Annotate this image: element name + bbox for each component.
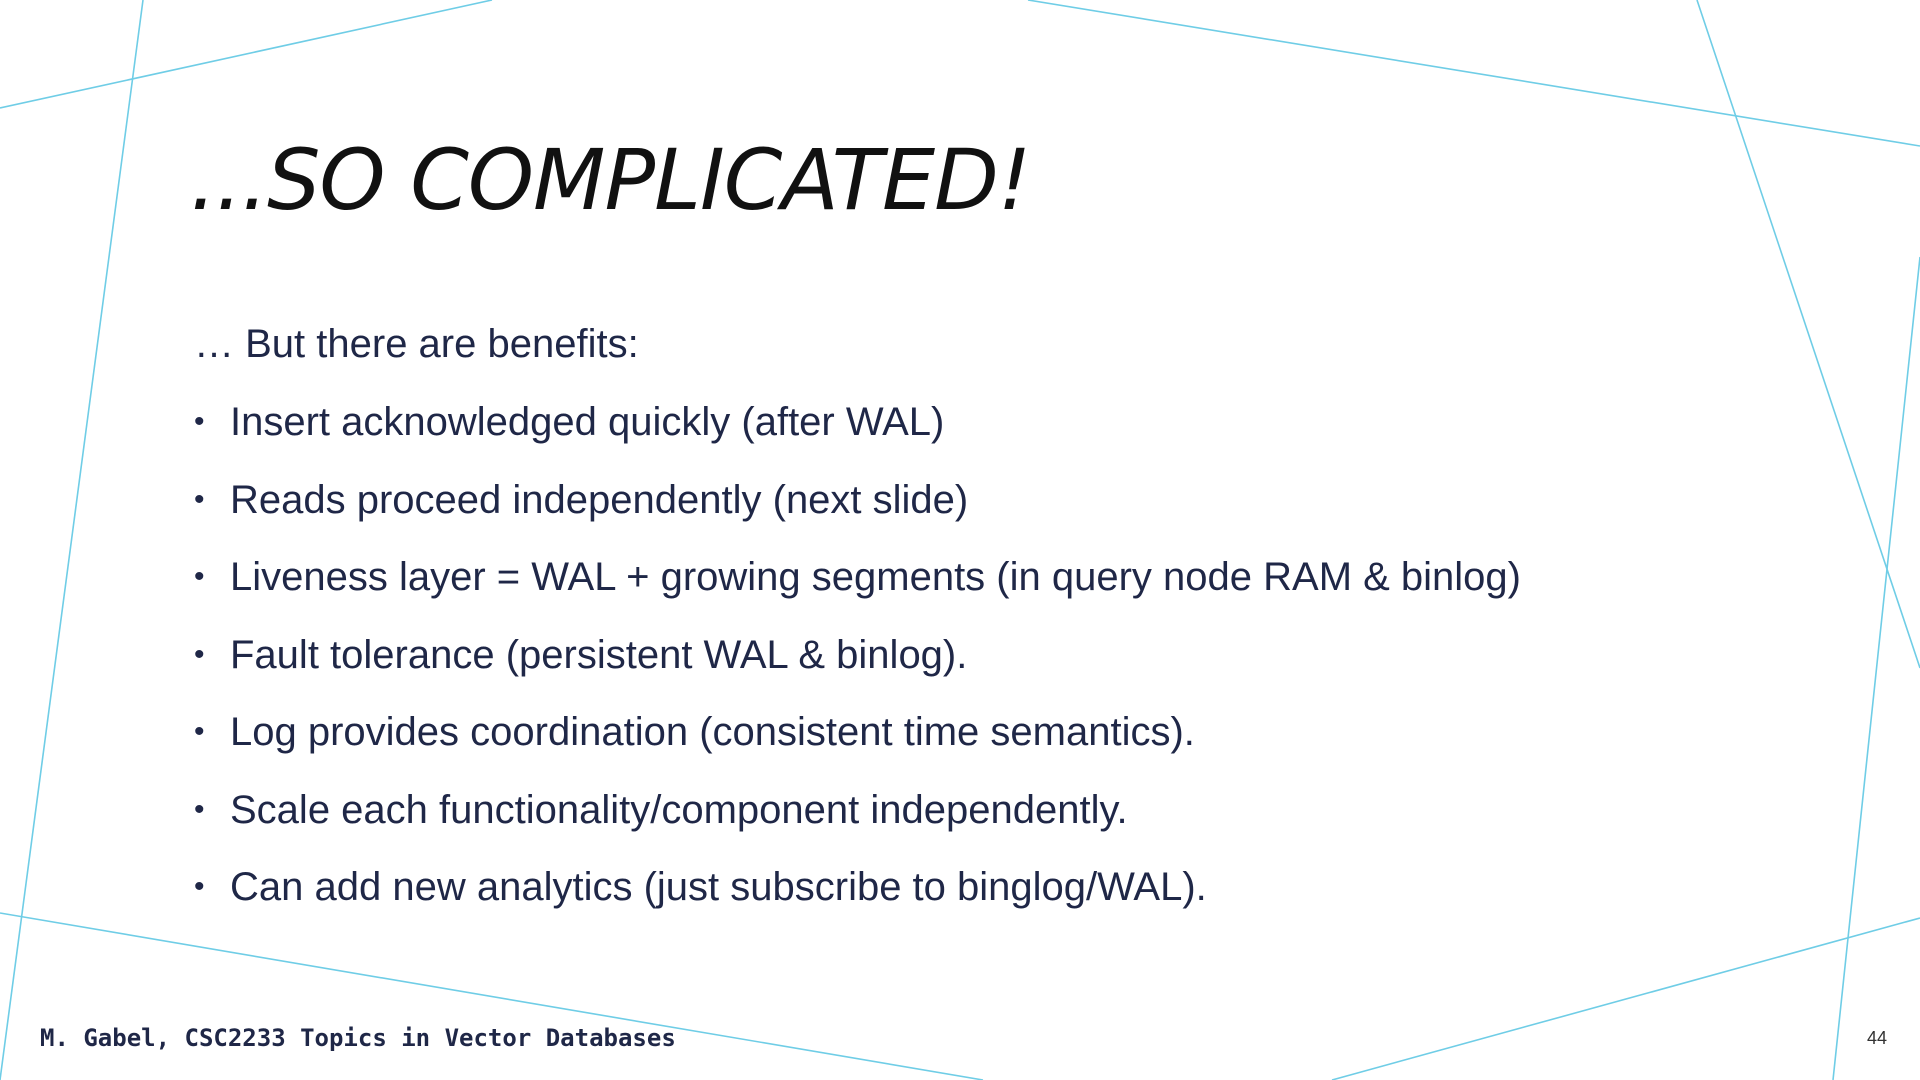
list-item-text: Can add new analytics (just subscribe to…: [230, 865, 1207, 909]
bullet-icon: •: [194, 870, 205, 903]
list-item: • Liveness layer = WAL + growing segments…: [194, 557, 1754, 635]
list-item-text: Log provides coordination (consistent ti…: [230, 710, 1195, 754]
list-item-text: Insert acknowledged quickly (after WAL): [230, 400, 945, 444]
slide-body: … But there are benefits: • Insert acknow…: [194, 324, 1754, 945]
deco-line: [1832, 256, 1920, 1080]
bullet-icon: •: [194, 405, 205, 438]
bullet-icon: •: [194, 560, 205, 593]
list-item: • Insert acknowledged quickly (after WAL): [194, 402, 1754, 480]
page-number: 44: [1866, 1028, 1887, 1048]
list-item: • Reads proceed independently (next slide…: [194, 480, 1754, 558]
bullet-icon: •: [194, 792, 205, 826]
deco-line: [0, 0, 144, 1080]
list-item: • Fault tolerance (persistent WAL & binlo…: [194, 635, 1754, 713]
benefits-list: • Insert acknowledged quickly (after WAL)…: [194, 402, 1754, 945]
list-item-text: Fault tolerance (persistent WAL & binlog…: [230, 632, 968, 677]
deco-line: [1331, 917, 1920, 1080]
deco-line: [0, 0, 493, 109]
deco-line: [1027, 0, 1920, 147]
list-item-text: Liveness layer = WAL + growing segments …: [230, 555, 1521, 599]
list-item: • Can add new analytics (just subscribe t…: [194, 867, 1754, 945]
list-item-text: Scale each functionality/component indep…: [230, 787, 1128, 832]
deco-line: [0, 912, 984, 1080]
bullet-icon: •: [194, 715, 205, 748]
slide-title: ...SO COMPLICATED!: [190, 131, 1031, 229]
intro-text: … But there are benefits:: [194, 322, 639, 366]
list-item: • Log provides coordination (consistent t…: [194, 712, 1754, 790]
deco-line: [1696, 0, 1920, 669]
footer-credit: M. Gabel, CSC2233 Topics in Vector Datab…: [40, 1024, 676, 1052]
list-item: • Scale each functionality/component inde…: [194, 790, 1754, 868]
bullet-icon: •: [194, 637, 205, 671]
bullet-icon: •: [194, 482, 205, 516]
list-item-text: Reads proceed independently (next slide): [230, 477, 969, 522]
